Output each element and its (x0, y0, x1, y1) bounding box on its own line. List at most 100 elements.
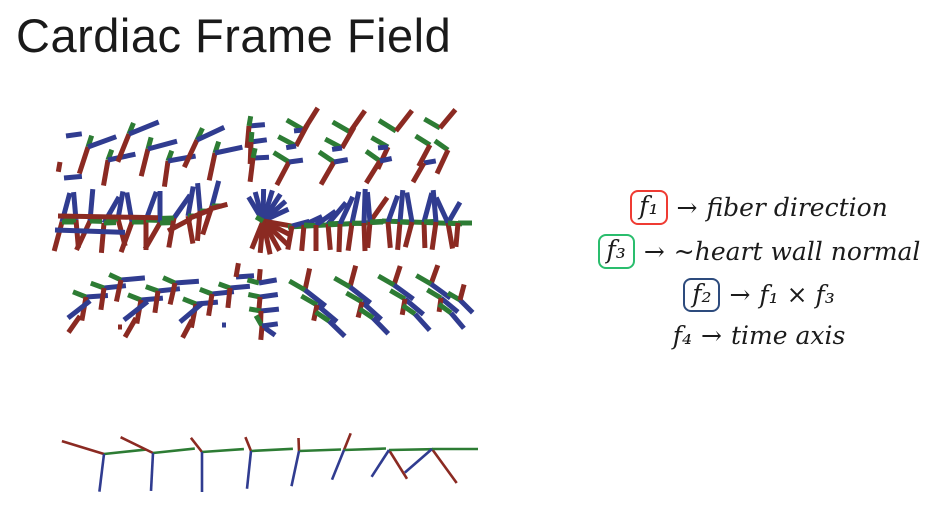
frame-axis-b (449, 311, 466, 330)
frame-axis-g (333, 275, 352, 290)
frame-axis-r (206, 152, 218, 181)
frame-axis-b (371, 316, 391, 336)
frame-axis-r (438, 107, 458, 130)
frame-axis-b (364, 191, 373, 223)
frame-axis-b (445, 200, 463, 225)
frame-axis-r (428, 264, 441, 285)
frame-axis-g (388, 447, 434, 452)
frame-axis-b (333, 157, 349, 165)
frame-axis-r (66, 314, 83, 334)
legend-text: f₁ × f₃ (759, 280, 835, 310)
frame-axis-r (274, 160, 292, 187)
frame-axis-r (152, 290, 161, 314)
frame-axis-g (300, 293, 319, 308)
frame-axis-g (377, 273, 396, 288)
frame-axis-g (89, 280, 105, 291)
frame-axis-r (113, 279, 124, 303)
legend-symbol: f₃ (606, 234, 626, 264)
frame-axis-r (206, 293, 215, 317)
frame-axis-r (233, 262, 241, 278)
frame-axis-r (339, 125, 357, 150)
frame-axis-b (174, 278, 200, 286)
frame-axis-b (252, 154, 270, 161)
frame-axis-r (342, 432, 352, 451)
frame-axis-g (250, 147, 258, 159)
frame-axis-g (152, 447, 195, 455)
frame-axis-b (120, 275, 146, 283)
frame-axis-b (288, 157, 304, 165)
frame-axis-r (325, 223, 333, 251)
frame-axis-g (72, 289, 87, 300)
frame-axis-g (364, 149, 382, 164)
frame-axis-r (244, 125, 252, 149)
frame-axis-r (166, 216, 193, 234)
frame-axis-g (246, 277, 260, 286)
frame-axis-b (429, 281, 452, 301)
frame-axis-g (343, 447, 387, 452)
legend-symbol-box: f₁ (630, 190, 668, 225)
legend-symbol-box: f₃ (597, 233, 635, 269)
frame-axis-r (365, 221, 373, 249)
frame-axis-r (79, 296, 89, 322)
frame-axis-b (315, 303, 339, 324)
frame-axis-r (142, 221, 163, 251)
frame-axis-b (397, 189, 406, 223)
frame-axis-r (258, 325, 265, 341)
frame-axis-b (229, 283, 251, 291)
frame-axis-b (379, 156, 393, 164)
frame-axis-b (385, 194, 400, 223)
frame-axis-b (122, 299, 150, 322)
frame-axis-b (458, 298, 475, 315)
frame-axis-b (404, 192, 415, 223)
frame-axis-b (331, 145, 343, 152)
frame-axis-g (162, 275, 177, 286)
frame-axis-r (98, 222, 107, 254)
frame-axis-r (189, 206, 214, 221)
frame-axis-r (453, 222, 461, 248)
frame-axis-g (298, 448, 342, 453)
frame-row-1 (55, 106, 458, 188)
legend-symbol: f₄ (672, 321, 692, 351)
frame-axis-b (349, 191, 362, 224)
frame-axis-b (66, 298, 92, 320)
frame-axis-b (337, 195, 355, 226)
frame-axis-r (225, 287, 233, 309)
frame-axis-b (54, 227, 126, 235)
frame-axis-r (101, 159, 111, 187)
frame-axis-b (403, 448, 433, 474)
frame-axis-g (314, 310, 331, 324)
frame-axis-r (429, 221, 439, 251)
frame-axis-r (410, 161, 427, 184)
frame-axis-g (414, 133, 432, 148)
frame-axis-r (345, 222, 355, 252)
frame-axis-g (248, 131, 255, 143)
frame-axis-g (201, 447, 244, 454)
frame-axis-b (360, 300, 383, 322)
frame-axis-b (370, 449, 391, 478)
frame-row-2 (51, 180, 472, 255)
frame-axis-r (122, 316, 139, 339)
frame-axis-g (127, 292, 142, 303)
frame-axis-b (185, 186, 196, 217)
frame-axis-g (217, 281, 231, 291)
frame-axis-r (256, 296, 263, 310)
frame-axis-b (314, 209, 338, 228)
legend-line-1: f₁→fiber direction (630, 190, 888, 225)
frame-axis-r (385, 221, 393, 249)
frame-axis-b (303, 288, 328, 308)
frame-axis-b (413, 312, 432, 332)
frame-axis-b (439, 296, 460, 315)
frame-axis-b (87, 134, 118, 150)
frame-axis-b (423, 158, 437, 166)
frame-axis-r (457, 283, 467, 301)
frame-axis-g (415, 273, 433, 287)
frame-axis-b (250, 137, 268, 145)
frame-axis-g (246, 115, 254, 127)
frame-axis-b (235, 273, 255, 280)
frame-axis-r (293, 123, 310, 148)
legend-symbol: f₂ (692, 278, 712, 308)
arrow-icon: → (643, 236, 665, 266)
frame-axis-g (317, 149, 336, 165)
